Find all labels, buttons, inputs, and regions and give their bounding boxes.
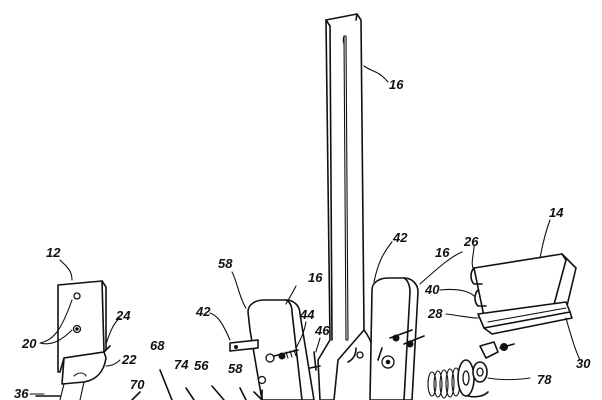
long-vertical-arm [317,13,386,400]
channel-member [470,253,577,335]
label-58-upper: 58 [218,256,233,271]
label-36: 36 [14,386,29,400]
label-56: 56 [194,358,209,373]
label-16-middle-arm: 16 [308,270,323,285]
lower-left-parts [35,369,263,400]
label-28: 28 [427,306,443,321]
label-26: 26 [463,234,479,249]
label-70: 70 [130,377,145,392]
label-24: 24 [115,308,131,323]
label-20: 20 [21,336,37,351]
leader-lines [29,65,581,395]
right-arm [369,277,425,400]
label-78: 78 [537,372,552,387]
label-42-middle: 42 [195,304,211,319]
label-14: 14 [549,205,564,220]
label-16-right-arm: 16 [435,245,450,260]
reference-numerals: 16 12 20 24 22 36 70 68 74 56 58 58 42 1… [14,77,591,400]
middle-arm [229,299,321,400]
bracket-plate [57,280,111,400]
label-16-long-arm: 16 [389,77,404,92]
label-46: 46 [314,323,330,338]
label-74: 74 [174,357,189,372]
label-40: 40 [424,282,440,297]
label-58-lower: 58 [228,361,243,376]
spring-assembly [427,341,515,399]
label-30: 30 [576,356,591,371]
label-68: 68 [150,338,165,353]
label-42-right: 42 [392,230,408,245]
label-22: 22 [121,352,137,367]
label-44: 44 [299,307,315,322]
label-12: 12 [46,245,61,260]
